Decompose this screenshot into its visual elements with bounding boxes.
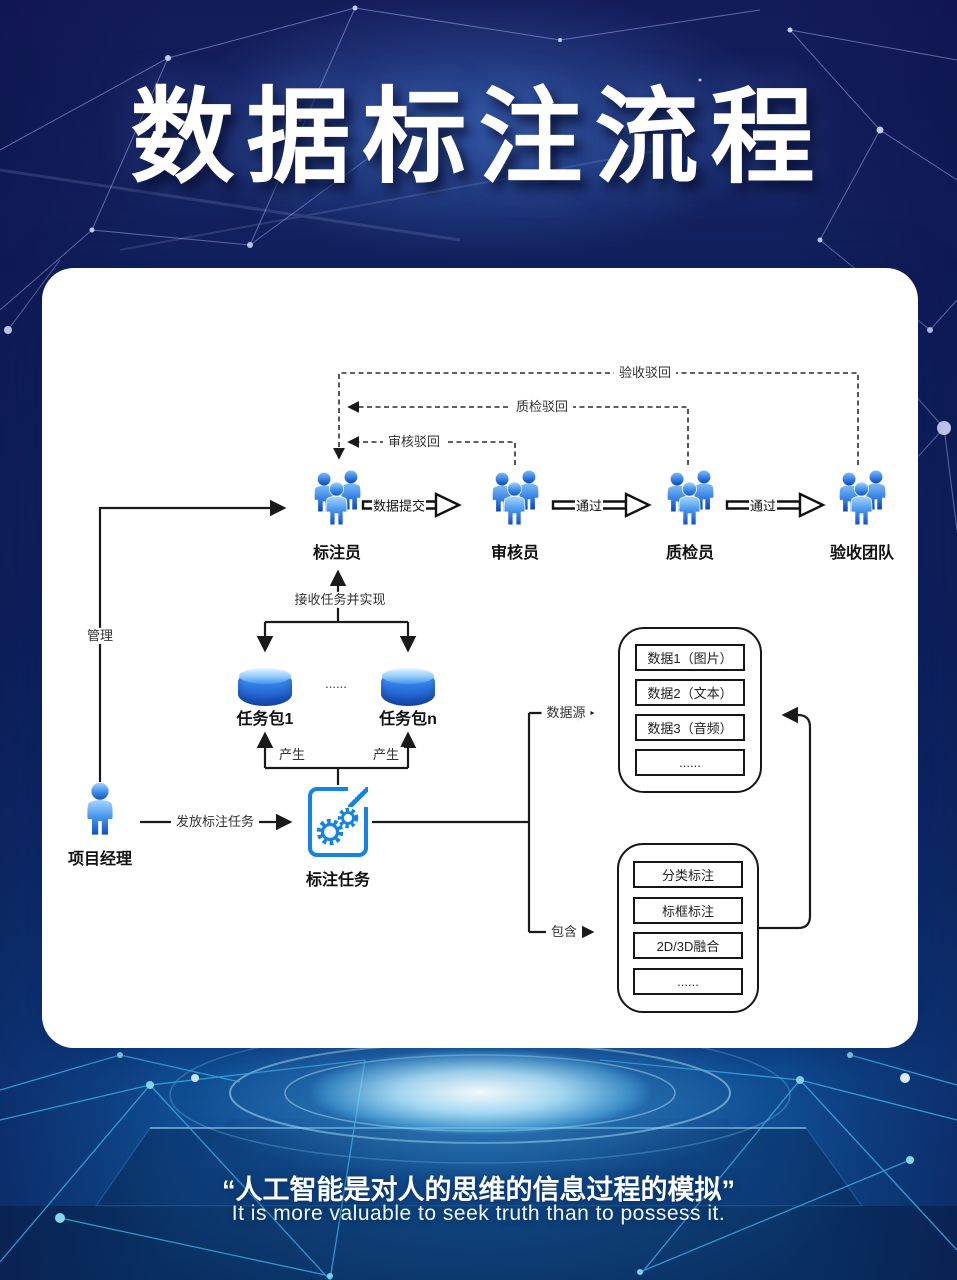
annotation-type-item-ellipsis: ...... xyxy=(633,968,743,996)
annotation-type-item: 2D/3D融合 xyxy=(633,932,743,960)
flow-arrow-submit: 数据提交 xyxy=(360,489,464,521)
role-reviewer: 审核员 xyxy=(484,470,546,563)
annotation-task-icon xyxy=(308,787,368,857)
role-label: 验收团队 xyxy=(829,545,895,562)
flow-arrow-label: 数据提交 xyxy=(371,495,427,515)
task-package-n-cylinder-icon xyxy=(381,668,435,706)
data-item: 数据1（图片） xyxy=(635,644,745,671)
produce-label-2: 产生 xyxy=(367,746,405,764)
flowchart-connectors xyxy=(98,372,859,941)
feedback-label-acceptance-reject: 验收驳回 xyxy=(613,364,677,382)
data-source-label: 数据源 xyxy=(541,704,591,722)
data-item: 数据3（音频） xyxy=(635,714,745,741)
annotation-type-item: 分类标注 xyxy=(633,860,743,888)
data-item-ellipsis: ...... xyxy=(635,749,745,776)
people-group-icon xyxy=(492,470,539,526)
gears-icon xyxy=(316,807,359,846)
role-label: 标注员 xyxy=(312,545,361,562)
flow-arrow-pass-1: 通过 xyxy=(550,489,654,521)
task-package-1-cylinder-icon xyxy=(238,668,292,706)
task-package-n-label: 任务包n xyxy=(379,711,437,728)
manage-label: 管理 xyxy=(81,627,119,645)
role-inspector: 质检员 xyxy=(659,470,721,563)
feedback-label-review-reject: 审核驳回 xyxy=(382,433,446,451)
dispatch-task-label: 发放标注任务 xyxy=(170,813,260,831)
annotation-task-label: 标注任务 xyxy=(305,872,371,889)
project-manager-label: 项目经理 xyxy=(67,851,133,868)
data-source-box: 数据1（图片） 数据2（文本） 数据3（音频） ...... xyxy=(618,627,762,793)
role-annotator: 标注员 xyxy=(306,470,368,563)
quote-english: It is more valuable to seek truth than t… xyxy=(231,1202,726,1225)
flowchart-card: 审核驳回 质检驳回 验收驳回 标注员 审核员 xyxy=(42,268,918,1048)
contains-label: 包含 xyxy=(545,923,583,941)
role-label: 审核员 xyxy=(490,545,539,562)
flow-arrow-label: 通过 xyxy=(748,495,778,515)
project-manager-node: 项目经理 xyxy=(68,782,132,869)
annotation-type-item: 标框标注 xyxy=(633,896,743,924)
task-package-1-label: 任务包1 xyxy=(236,711,294,728)
flow-arrow-label: 通过 xyxy=(574,495,604,515)
poster-title: 数据标注流程 xyxy=(130,80,827,196)
annotation-types-box: 分类标注 标框标注 2D/3D融合 ...... xyxy=(617,843,759,1013)
flow-arrow-pass-2: 通过 xyxy=(724,489,828,521)
data-item: 数据2（文本） xyxy=(635,679,745,706)
role-acceptance-team: 验收团队 xyxy=(830,470,894,563)
packages-ellipsis: ...... xyxy=(325,675,347,691)
people-group-icon xyxy=(839,470,886,526)
people-group-icon xyxy=(314,470,361,526)
people-group-icon xyxy=(667,470,714,526)
feedback-label-qc-reject: 质检驳回 xyxy=(510,398,574,416)
produce-label-1: 产生 xyxy=(273,746,311,764)
person-icon xyxy=(87,782,113,835)
role-label: 质检员 xyxy=(665,545,714,562)
receive-task-label: 接收任务并实现 xyxy=(289,591,391,609)
